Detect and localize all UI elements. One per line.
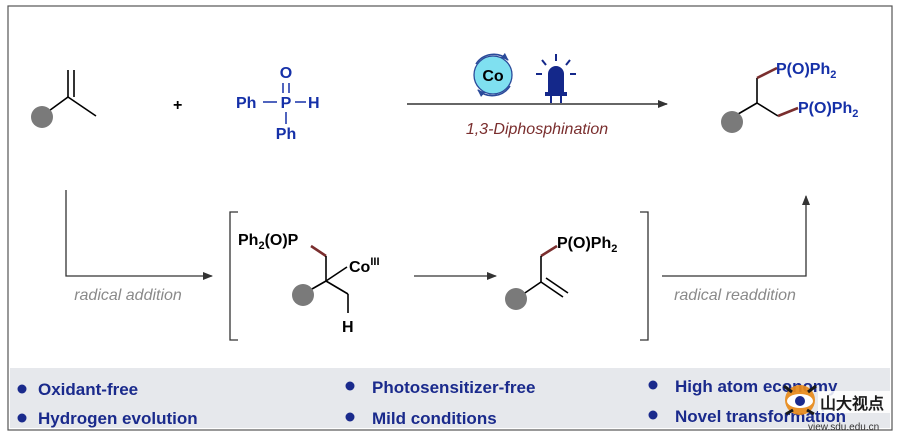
cobalt-intermediate: Ph2(O)P CoIII H [238, 232, 380, 336]
svg-text:Ph2(O)P: Ph2(O)P [238, 232, 299, 252]
svg-text:P(O)Ph2: P(O)Ph2 [798, 100, 858, 120]
pathway-arrow-down [65, 190, 213, 280]
diphosphinated-product: P(O)Ph2 P(O)Ph2 [721, 61, 858, 133]
svg-text:Co: Co [482, 68, 504, 85]
svg-text:P(O)Ph2: P(O)Ph2 [557, 235, 617, 255]
substrate-dot [31, 106, 53, 128]
plus-sign: + [173, 97, 182, 114]
product-dot [721, 111, 743, 133]
radical-addition-label: radical addition [74, 287, 182, 304]
alkene-substrate [31, 70, 97, 128]
svg-text:Ph: Ph [236, 95, 256, 112]
radical-readdition-label: radical readdition [674, 287, 796, 304]
svg-text:O: O [280, 65, 292, 82]
svg-text:H: H [342, 319, 354, 336]
svg-text:H: H [308, 95, 320, 112]
intermediate2-dot [505, 288, 527, 310]
reaction-condition-label: 1,3-Diphosphination [466, 121, 608, 138]
bracket-left [229, 211, 238, 341]
pathway-arrow-up [662, 195, 810, 277]
svg-text:CoIII: CoIII [349, 256, 380, 276]
feature-list: Oxidant-free Hydrogen evolution Photosen… [17, 377, 846, 428]
figure-frame [7, 5, 893, 431]
watermark: 山大视点 view.sdu.edu.cn [783, 384, 890, 433]
intermediate1-dot [292, 284, 314, 306]
svg-text:Mild conditions: Mild conditions [372, 409, 497, 428]
phosphine-oxide-reagent: O Ph P H Ph [236, 65, 320, 143]
cobalt-catalyst-icon: Co [473, 53, 513, 97]
eye-logo-icon [783, 384, 817, 416]
svg-text:P(O)Ph2: P(O)Ph2 [776, 61, 836, 81]
bracket-right [640, 211, 649, 341]
feature-banner [10, 368, 890, 428]
svg-text:Hydrogen evolution: Hydrogen evolution [38, 409, 198, 428]
svg-text:山大视点: 山大视点 [820, 394, 884, 413]
svg-text:Oxidant-free: Oxidant-free [38, 380, 138, 399]
svg-text:Ph: Ph [276, 126, 296, 143]
svg-text:Photosensitizer-free: Photosensitizer-free [372, 378, 535, 397]
svg-text:P: P [281, 95, 292, 112]
allyl-intermediate: P(O)Ph2 [505, 235, 617, 310]
svg-text:view.sdu.edu.cn: view.sdu.edu.cn [808, 422, 879, 433]
led-light-icon [536, 54, 576, 103]
